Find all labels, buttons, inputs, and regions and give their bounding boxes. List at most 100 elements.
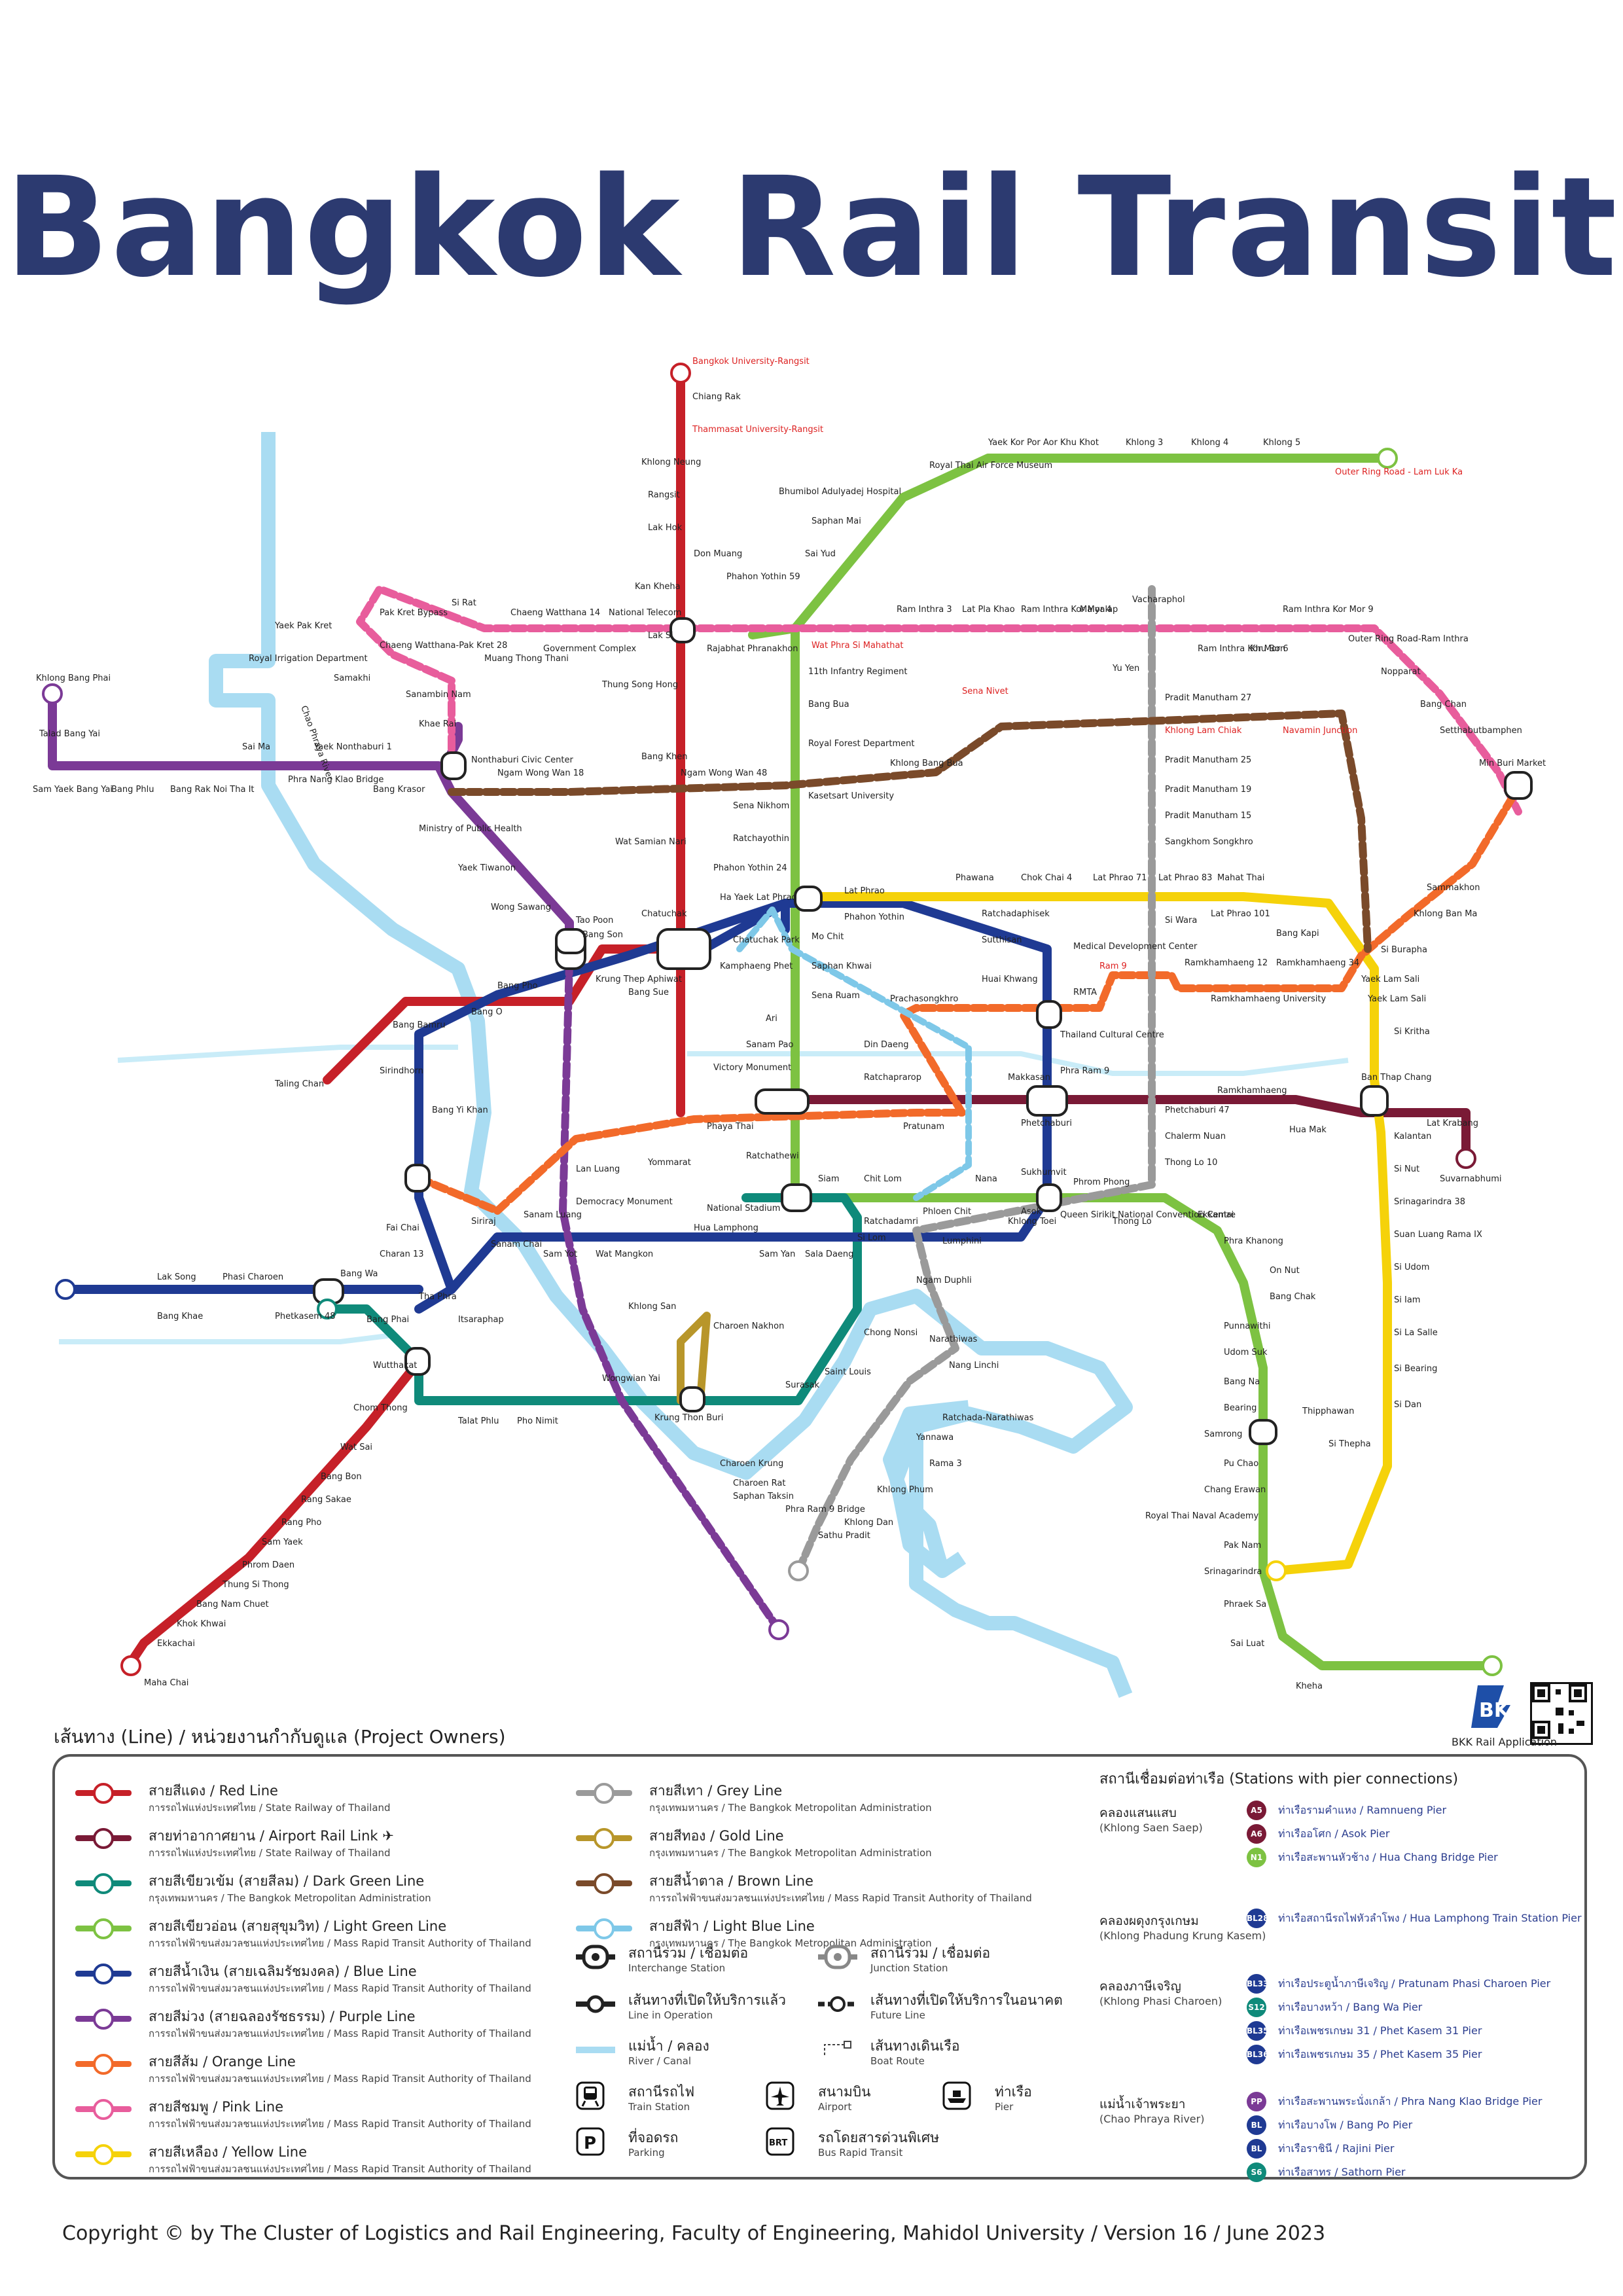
terminal-lak-song — [55, 1279, 76, 1300]
label-sutthisan: Sutthisan — [982, 935, 1022, 945]
label-ari: Ari — [766, 1014, 777, 1024]
pier-station-badge: A6 — [1247, 1824, 1266, 1844]
pier-group-title: คลองแสนแสบ — [1099, 1806, 1177, 1820]
legend-line-owner: การรถไฟฟ้าขนส่งมวลชนแห่งประเทศไทย / Mass… — [649, 1892, 1032, 1904]
pier-item-label: ท่าเรือเพชรเกษม 31 / Phet Kasem 31 Pier — [1278, 2024, 1482, 2037]
pier-group-title: คลองผดุงกรุงเกษม — [1099, 1914, 1199, 1928]
label-phawana: Phawana — [955, 873, 994, 883]
label-yommarat: Yommarat — [647, 1158, 691, 1168]
label-tao-poon: Tao Poon — [575, 916, 613, 925]
label-prachasongkhro: Prachasongkhro — [890, 994, 958, 1004]
label-khlong-3: Khlong 3 — [1126, 438, 1163, 448]
pier-group-subtitle: (Khlong Phasi Charoen) — [1099, 1995, 1222, 2007]
legend-symbol-label: รถโดยสารด่วนพิเศษ — [818, 2130, 940, 2145]
label-nopparat: Nopparat — [1381, 667, 1421, 677]
label-lat-krabang: Lat Krabang — [1427, 1119, 1478, 1128]
label-kalantan: Kalantan — [1394, 1132, 1431, 1141]
label-bang-krasor: Bang Krasor — [373, 785, 425, 795]
label-rama-9-bridge: Phra Ram 9 Bridge — [785, 1505, 865, 1515]
label-setthabut: Setthabutbamphen — [1440, 726, 1522, 736]
station-sukhumvit — [1036, 1183, 1062, 1212]
label-khlong-phum: Khlong Phum — [877, 1485, 933, 1495]
label-ram-9: Ram 9 — [1099, 961, 1127, 971]
svg-text:BK: BK — [1479, 1699, 1510, 1722]
label-wongwian-yai: Wongwian Yai — [602, 1374, 660, 1384]
legend-line-owner: กรุงเทพมหานคร / The Bangkok Metropolitan… — [649, 1847, 932, 1859]
legend-line-name: สายสีน้ำเงิน (สายเฉลิมรัชมงคล) / Blue Li… — [149, 1964, 417, 1979]
legend-line-owner: การรถไฟฟ้าขนส่งมวลชนแห่งประเทศไทย / Mass… — [149, 2118, 531, 2130]
pier-station-badge: PP — [1247, 2092, 1266, 2111]
label-rajabhat: Rajabhat Phranakhon — [707, 644, 798, 654]
red-line-south — [126, 1357, 423, 1667]
legend-line-name: สายสีชมพู / Pink Line — [149, 2099, 284, 2115]
label-sathu-pradit: Sathu Pradit — [818, 1531, 870, 1541]
label-pu-chao: Pu Chao — [1224, 1459, 1258, 1469]
label-charoen-rat: Charoen Rat — [733, 1479, 785, 1488]
label-ban-thap-chang: Ban Thap Chang — [1361, 1073, 1432, 1083]
label-bang-phai: Bang Phai — [366, 1315, 409, 1325]
line-operation-icon — [576, 1990, 615, 2018]
pier-station-badge: S6 — [1247, 2162, 1266, 2182]
label-khlong-5: Khlong 5 — [1263, 438, 1300, 448]
station-thailand-cultural-centre — [1036, 1000, 1062, 1029]
label-lak-song: Lak Song — [157, 1272, 196, 1282]
label-wong-sawang: Wong Sawang — [491, 903, 551, 912]
label-saphan-taksin: Saphan Taksin — [733, 1492, 794, 1501]
label-khlong-lam-chiak: Khlong Lam Chiak — [1165, 726, 1242, 736]
terminal-khlong-bang-phai — [42, 683, 63, 704]
legend-symbol-sublabel: River / Canal — [628, 2055, 691, 2067]
legend-symbol-sublabel: Airport — [818, 2101, 852, 2113]
label-ngam-wong-wan-18: Ngam Wong Wan 18 — [497, 768, 584, 778]
label-samrong: Samrong — [1204, 1429, 1242, 1439]
station-min-buri — [1504, 771, 1533, 800]
label-pm-19: Pradit Manutham 19 — [1165, 785, 1251, 795]
label-si-burapha: Si Burapha — [1381, 945, 1427, 955]
pier-group-subtitle: (Khlong Phadung Krung Kasem) — [1099, 1929, 1266, 1942]
legend-line-swatch — [75, 1828, 132, 1849]
label-sai-yud: Sai Yud — [805, 549, 836, 559]
chao-phraya-south — [909, 1427, 1133, 1698]
legend-line-owner: การรถไฟฟ้าขนส่งมวลชนแห่งประเทศไทย / Mass… — [149, 2163, 531, 2175]
legend-symbol-sublabel: Pier — [995, 2101, 1014, 2113]
legend-line-swatch — [75, 2009, 132, 2030]
label-khu-bon: Khu Bon — [1250, 644, 1285, 654]
label-narathiwas: Narathiwas — [929, 1335, 978, 1344]
terminal-rangsit — [670, 363, 691, 384]
label-pm-25: Pradit Manutham 25 — [1165, 755, 1251, 765]
label-ram-inthra-3: Ram Inthra 3 — [897, 605, 952, 615]
label-democracy: Democracy Monument — [576, 1197, 673, 1207]
label-khlong-toei: Khlong Toei — [1008, 1217, 1056, 1227]
qr-code[interactable] — [1530, 1682, 1593, 1745]
label-yaek-pak-kret: Yaek Pak Kret — [274, 621, 332, 631]
rail-map: Bangkok University-Rangsit Chiang Rak Th… — [33, 357, 1546, 1698]
label-khlong-neung: Khlong Neung — [641, 457, 701, 467]
label-ram-inthra-km6: Ram Inthra Kor Mor 6 — [1198, 644, 1289, 654]
label-asok: Asok — [1021, 1207, 1042, 1217]
station-nonthaburi-civic — [440, 751, 467, 780]
label-ekkamai: Ekkamai — [1198, 1210, 1234, 1220]
label-sena-nikhom: Sena Nikhom — [733, 801, 789, 811]
legend-line-swatch — [576, 1873, 632, 1894]
label-rang-pho: Rang Pho — [281, 1518, 321, 1528]
label-outer-ring-ram-inthra: Outer Ring Road-Ram Inthra — [1348, 634, 1469, 644]
blue-line-loop — [414, 899, 1052, 1314]
boat-route-icon — [818, 2036, 857, 2064]
label-naval-academy: Royal Thai Naval Academy — [1145, 1511, 1258, 1521]
label-charoen-krung: Charoen Krung — [720, 1459, 783, 1469]
label-surasak: Surasak — [785, 1380, 820, 1390]
legend-line-swatch — [75, 1918, 132, 1939]
legend-line-name: สายสีแดง / Red Line — [149, 1783, 278, 1799]
rail-lines — [48, 368, 1522, 1670]
label-tha-phra: Tha Phra — [418, 1292, 457, 1302]
app-label: BKK Rail Application — [1452, 1736, 1557, 1748]
junction-icon — [818, 1943, 857, 1971]
label-phaya-thai: Phaya Thai — [707, 1122, 754, 1132]
label-rmta: RMTA — [1073, 988, 1097, 997]
label-krung-thep-aphiwat: Krung Thep Aphiwat — [596, 975, 682, 984]
label-bang-wa-dg: Bang Wa — [340, 1269, 378, 1279]
khlong-saen-saep — [687, 1051, 1349, 1076]
label-pho-nimit: Pho Nimit — [517, 1416, 558, 1426]
